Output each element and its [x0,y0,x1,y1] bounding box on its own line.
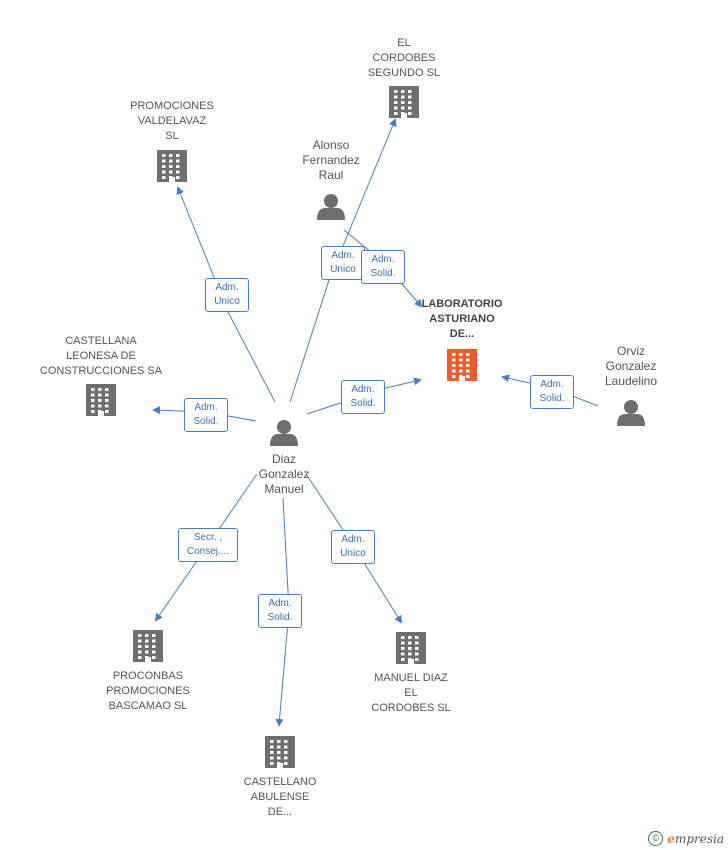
relation-badge-diaz-proconbas[interactable]: Secr. , Consej.... [178,528,238,562]
relation-label-line: Solid. [539,393,565,404]
relation-label-line: Adm. [194,402,218,413]
relation-label-line: Adm. [268,598,292,609]
brand-logo: empresia [667,831,724,846]
company-label-line: BASCAMAO SL [108,700,188,712]
company-label-line: MANUEL DIAZ [374,672,448,684]
company-label-line: PROMOCIONES [106,685,190,697]
company-label-line: PROCONBAS [112,670,184,682]
company-el-cordobes-icon[interactable] [389,86,419,118]
company-label-line: PROMOCIONES [130,100,214,112]
edge-diaz-valdelavaz [176,186,276,403]
relation-badge-diaz-valdelavaz[interactable]: Adm. Unico [205,278,249,312]
footer-brand: © empresia [648,831,724,846]
company-manuel-diaz-icon[interactable] [396,632,426,664]
edge-diaz-laboratorio [306,377,422,415]
copyright-icon: © [648,831,664,846]
company-label-line: EL [397,37,411,49]
relation-badge-diaz-cordobes[interactable]: Adm. Unico [321,246,365,280]
person-label-line: Gonzalez [258,467,310,481]
relation-label-line: Adm. [331,250,355,261]
person-label-line: Diaz [271,452,296,466]
company-laboratorio-asturiano-icon[interactable] [447,349,477,381]
company-proconbas-icon[interactable] [133,630,163,662]
relation-badge-diaz-castellano[interactable]: Adm. Solid. [258,594,302,628]
relation-label-line: Unico [214,296,240,307]
person-label-line: Gonzalez [605,359,657,373]
company-label-line: EL [404,687,418,699]
company-label[interactable]: PROCONBAS PROMOCIONES BASCAMAO SL [83,669,213,714]
company-label-line: CASTELLANA [65,335,137,347]
company-label-line: SEGUNDO SL [367,67,441,79]
relation-badge-alonso-laboratorio[interactable]: Adm. Solid. [361,250,405,284]
company-label-line: CONSTRUCCIONES SA [39,365,163,377]
person-label-line: Orviz [617,344,645,358]
relation-label-line: Solid. [267,612,293,623]
company-label-line: VALDELAVAZ [137,115,207,127]
company-label-line: SL [165,130,179,142]
relation-label-line: Adm. [341,534,365,545]
company-label[interactable]: MANUEL DIAZ EL CORDOBES SL [346,671,476,716]
company-castellana-leonesa-icon[interactable] [86,384,116,416]
company-promociones-valdelavaz-icon[interactable] [157,150,187,182]
relation-badge-orviz-laboratorio[interactable]: Adm. Solid. [530,375,574,409]
company-label-line: ASTURIANO [429,313,495,325]
company-label-line: ABULENSE [250,791,310,803]
relation-label-line: Adm. [371,254,395,265]
company-label-line: CASTELLANO [243,776,317,788]
relation-badge-diaz-manuel[interactable]: Adm. Unico [331,530,375,564]
person-orviz-icon[interactable] [617,400,645,426]
person-diaz-icon[interactable] [270,420,298,446]
company-label[interactable]: PROMOCIONES VALDELAVAZ SL [107,99,237,144]
person-label-line: Raul [318,168,344,182]
relation-label-line: Adm. [540,379,564,390]
relation-badge-diaz-castellana[interactable]: Adm. Solid. [184,398,228,432]
person-label-line: Manuel [264,482,304,496]
company-label-line: CORDOBES [372,52,436,64]
person-label-line: Laudelino [604,374,658,388]
relation-label-line: Solid. [350,398,376,409]
relation-label-line: Solid. [370,268,396,279]
relation-label-line: Adm. [351,384,375,395]
company-label[interactable]: EL CORDOBES SEGUNDO SL [339,36,469,81]
company-label[interactable]: CASTELLANO ABULENSE DE... [215,775,345,820]
person-alonso-icon[interactable] [317,194,345,220]
company-label-line: DE... [267,806,293,818]
company-label-line: LABORATORIO [421,298,503,310]
edge-diaz-cordobes [289,118,397,403]
relation-label-line: Secr. , [193,532,223,543]
company-label-line: DE... [449,328,475,340]
company-label[interactable]: LABORATORIO ASTURIANO DE... [397,297,527,342]
relation-label-line: Consej.... [186,546,230,557]
company-label[interactable]: CASTELLANA LEONESA DE CONSTRUCCIONES SA [36,334,166,379]
relation-label-line: Unico [330,264,356,275]
relation-label-line: Solid. [193,416,219,427]
relation-badge-diaz-laboratorio[interactable]: Adm. Solid. [341,380,385,414]
person-label-line: Fernandez [302,153,360,167]
company-label-line: CORDOBES SL [371,702,451,714]
company-label-line: LEONESA DE [66,350,136,362]
person-label-line: Alonso [312,138,350,152]
company-castellano-abulense-icon[interactable] [265,736,295,768]
relation-label-line: Adm. [215,282,239,293]
relation-label-line: Unico [340,548,366,559]
